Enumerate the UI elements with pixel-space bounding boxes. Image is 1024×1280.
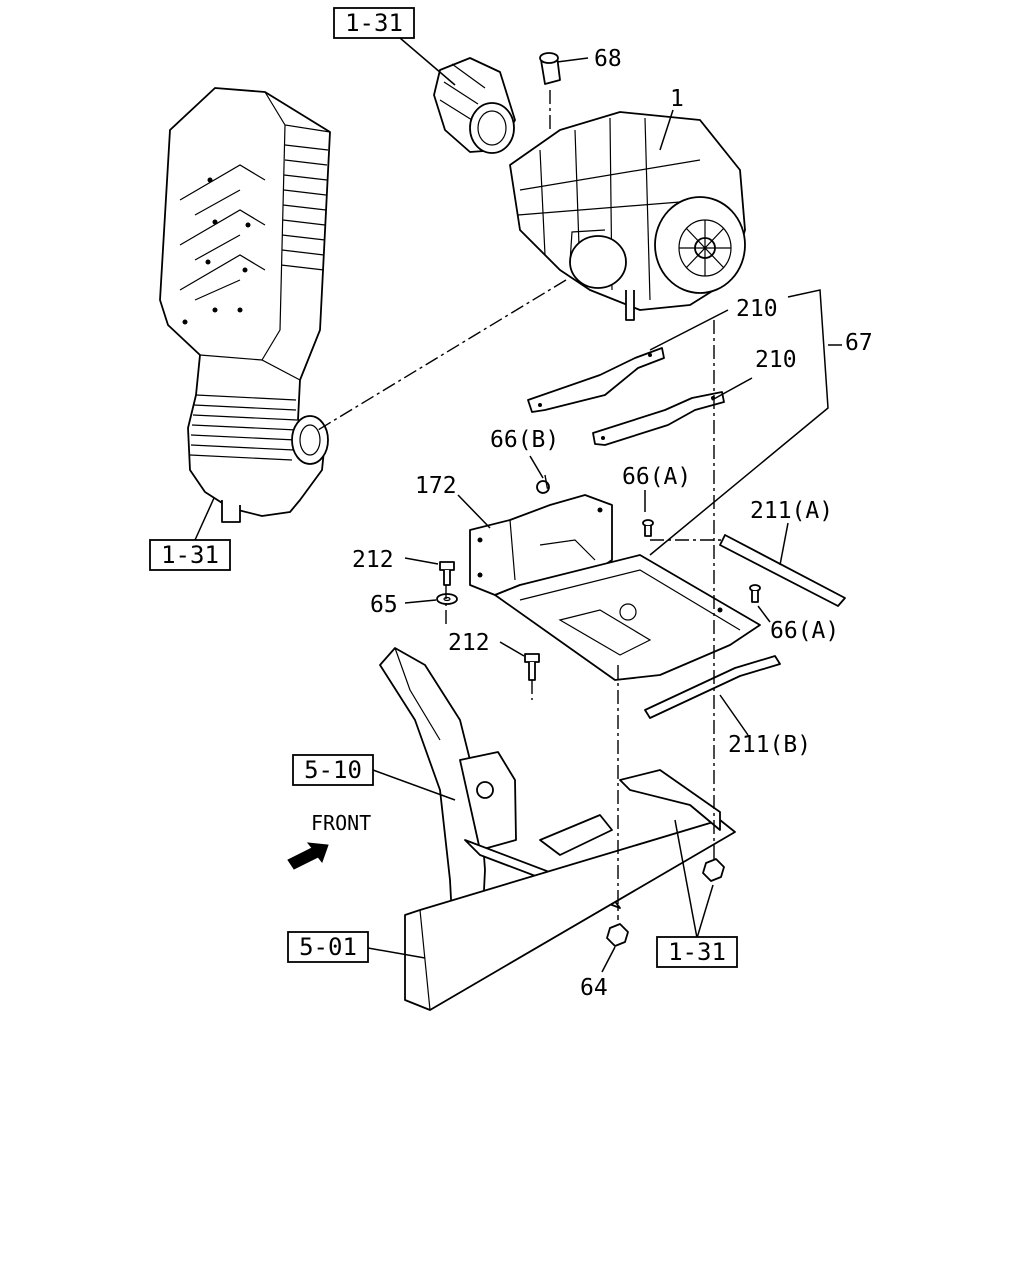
ref-1-31-left: 1-31 <box>161 541 219 569</box>
label-210-lower: 210 <box>755 347 797 373</box>
centerlines <box>317 90 725 920</box>
ref-1-31-top: 1-31 <box>345 9 403 37</box>
label-66a-upper: 66(A) <box>622 464 691 490</box>
label-67: 67 <box>845 330 873 356</box>
ref-box-1-31-top: 1-31 <box>333 7 415 39</box>
leader-lines <box>194 37 842 973</box>
label-172: 172 <box>415 473 457 499</box>
ref-box-1-31-left: 1-31 <box>149 539 231 571</box>
label-68: 68 <box>594 46 622 72</box>
ref-5-10: 5-10 <box>304 756 362 784</box>
label-66a-lower: 66(A) <box>770 618 839 644</box>
bracket-172 <box>469 494 761 681</box>
intake-hose <box>433 57 516 154</box>
label-211a: 211(A) <box>750 498 833 524</box>
ref-5-01: 5-01 <box>299 933 357 961</box>
label-66b: 66(B) <box>490 427 559 453</box>
label-64: 64 <box>580 975 608 1001</box>
intake-duct <box>159 87 331 523</box>
label-1: 1 <box>670 86 684 112</box>
label-211b: 211(B) <box>728 732 811 758</box>
ref-box-1-31-bottom: 1-31 <box>656 936 738 968</box>
ref-box-5-01: 5-01 <box>287 931 369 963</box>
front-label: FRONT <box>311 811 371 835</box>
part-labels: 68 1 210 210 67 66(B) 66(A) 172 211(A) 2… <box>352 46 873 1001</box>
label-212-lower: 212 <box>448 630 490 656</box>
ref-box-5-10: 5-10 <box>292 754 374 786</box>
ref-1-31-bottom: 1-31 <box>668 938 726 966</box>
fasteners <box>436 480 761 947</box>
label-65: 65 <box>370 592 398 618</box>
label-212-upper: 212 <box>352 547 394 573</box>
air-cleaner <box>509 52 746 321</box>
frame <box>379 647 736 1011</box>
front-indicator: FRONT <box>287 811 371 870</box>
strip-211 <box>644 534 846 719</box>
front-arrow-icon <box>287 842 329 870</box>
label-210-upper: 210 <box>736 296 778 322</box>
